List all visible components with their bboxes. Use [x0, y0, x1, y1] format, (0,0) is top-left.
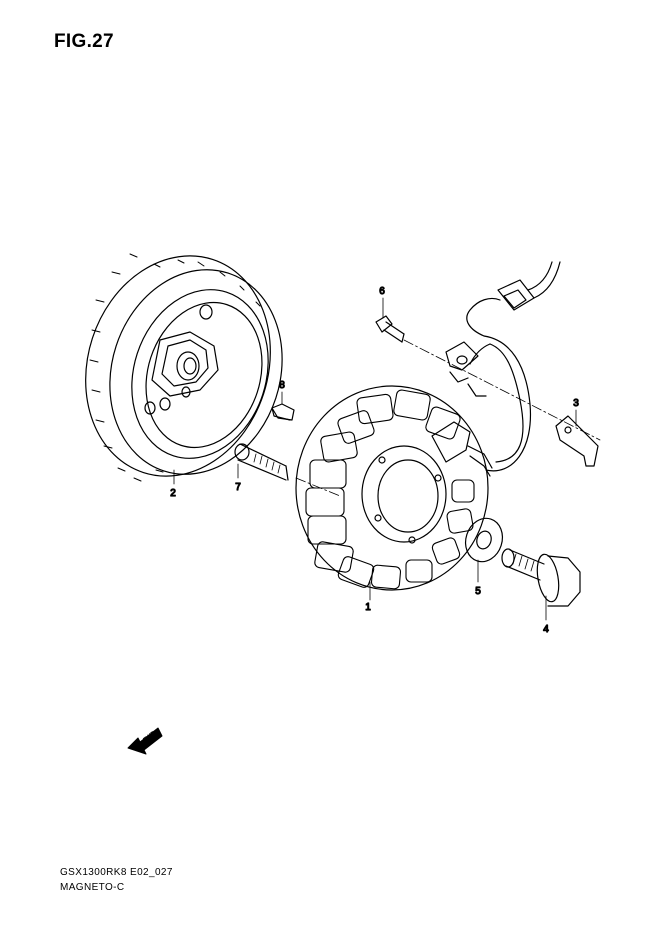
forward-arrow-icon: FWD — [127, 727, 163, 755]
screw-drawing — [375, 315, 405, 343]
clamp-drawing — [555, 415, 599, 467]
callout-5: 5 — [475, 586, 481, 597]
callout-8: 8 — [279, 380, 285, 391]
callout-1: 1 — [365, 602, 371, 613]
leader-lines — [173, 297, 577, 621]
flange-bolt-drawing — [501, 548, 581, 607]
callout-2: 2 — [170, 488, 176, 499]
stator-drawing — [295, 385, 493, 591]
callout-3: 3 — [573, 398, 579, 409]
figure-title: FIG.27 — [54, 31, 114, 52]
model-code: GSX1300RK8 E02_027 — [60, 867, 173, 878]
callout-7: 7 — [235, 482, 241, 493]
callout-4: 4 — [543, 624, 549, 635]
rotor-bolt-drawing — [234, 443, 289, 481]
callout-6: 6 — [379, 286, 385, 297]
key-drawing — [271, 403, 295, 421]
section-name: MAGNETO-C — [60, 882, 125, 893]
rotor-drawing — [85, 253, 283, 482]
harness-drawing — [445, 261, 561, 472]
washer-drawing — [464, 517, 504, 563]
